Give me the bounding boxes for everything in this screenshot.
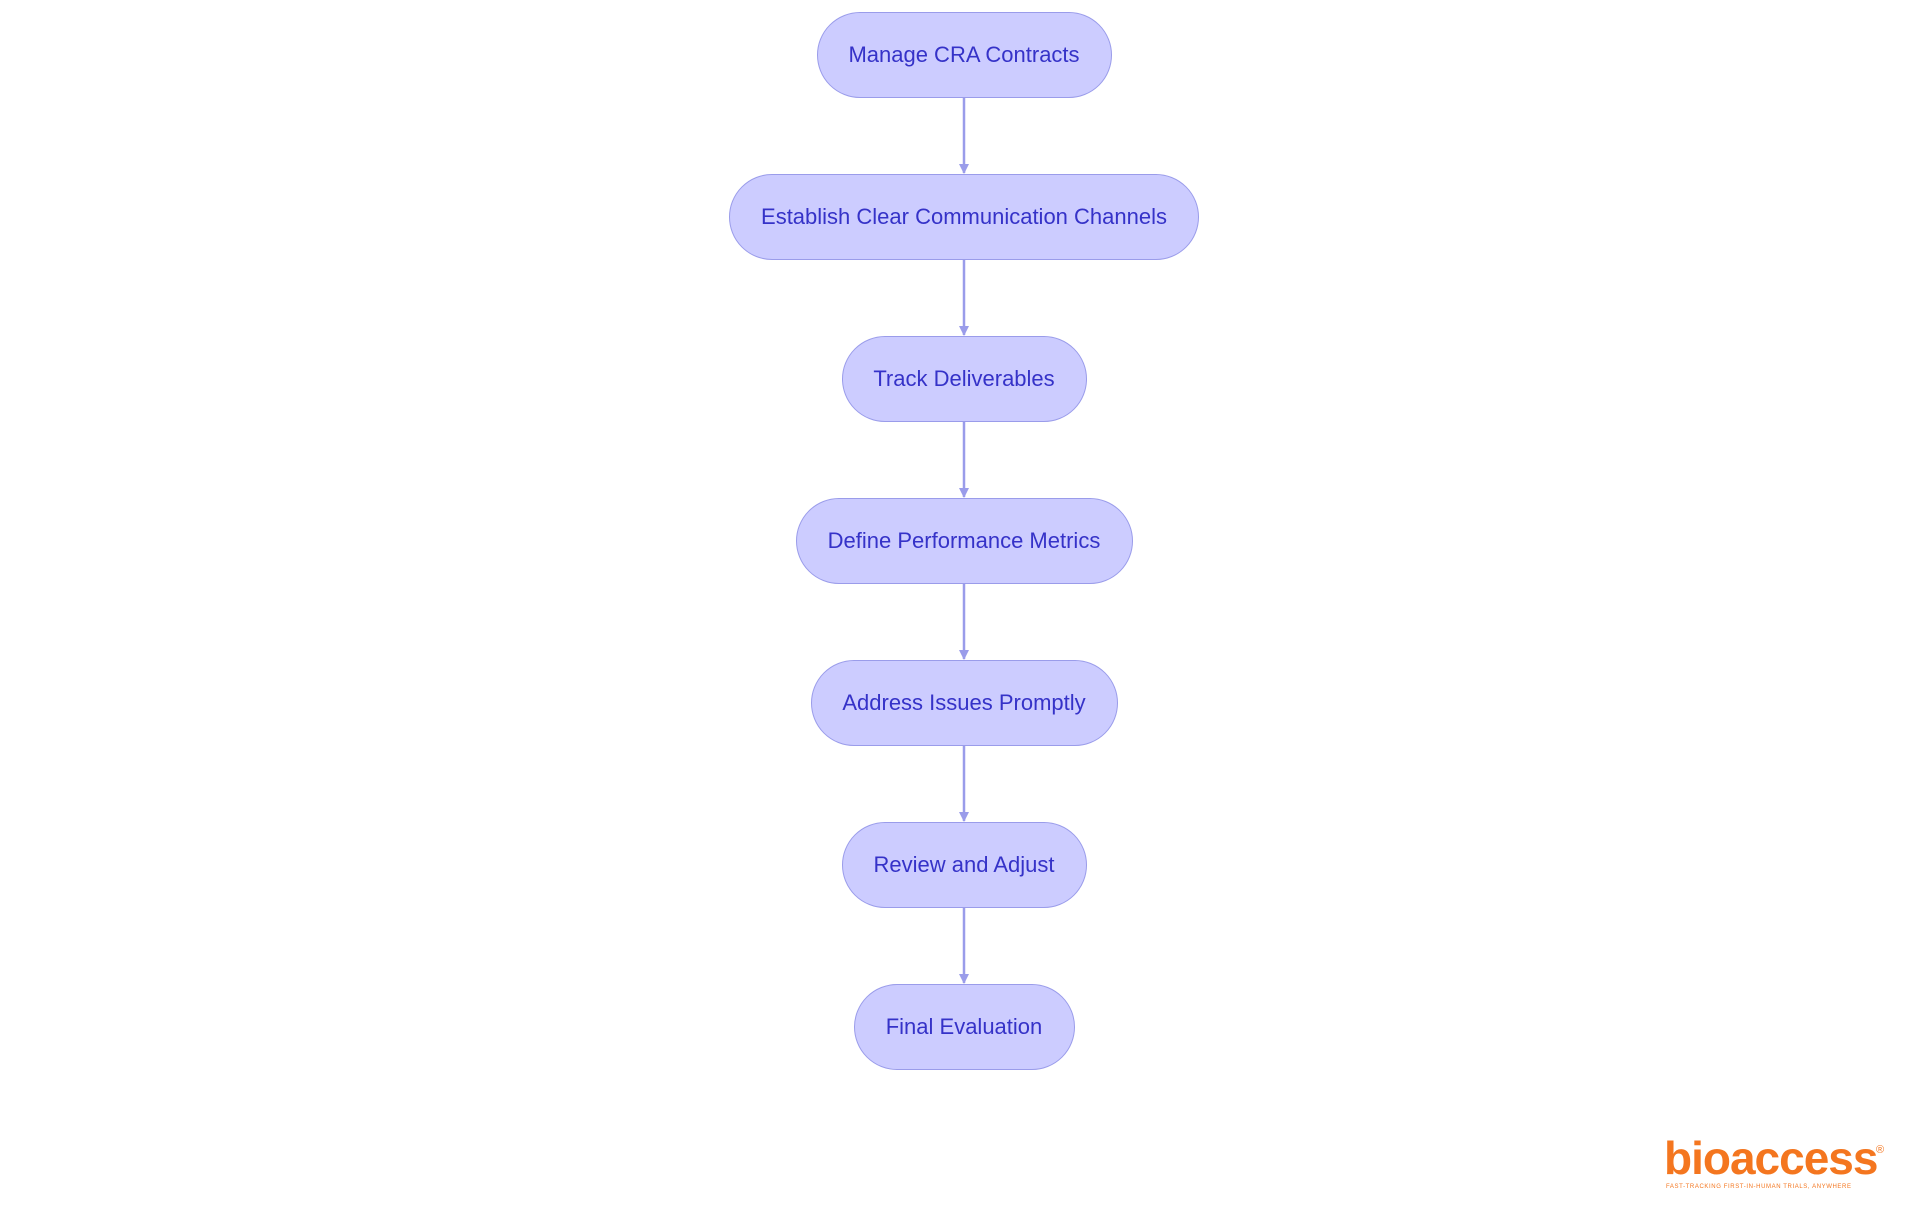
node-manage-cra-contracts: Manage CRA Contracts bbox=[816, 12, 1112, 98]
node-review-and-adjust: Review and Adjust bbox=[841, 822, 1087, 908]
logo-tagline: FAST-TRACKING FIRST-IN-HUMAN TRIALS, ANY… bbox=[1666, 1184, 1852, 1190]
registered-mark: ® bbox=[1876, 1144, 1885, 1156]
node-establish-clear-communication-channels: Establish Clear Communication Channels bbox=[729, 174, 1199, 260]
bioaccess-logo: bioaccess ® FAST-TRACKING FIRST-IN-HUMAN… bbox=[1664, 1132, 1894, 1192]
node-track-deliverables: Track Deliverables bbox=[841, 336, 1087, 422]
logo-wordmark: bioaccess bbox=[1664, 1132, 1878, 1184]
node-final-evaluation: Final Evaluation bbox=[853, 984, 1075, 1070]
node-define-performance-metrics: Define Performance Metrics bbox=[795, 498, 1133, 584]
node-address-issues-promptly: Address Issues Promptly bbox=[810, 660, 1118, 746]
